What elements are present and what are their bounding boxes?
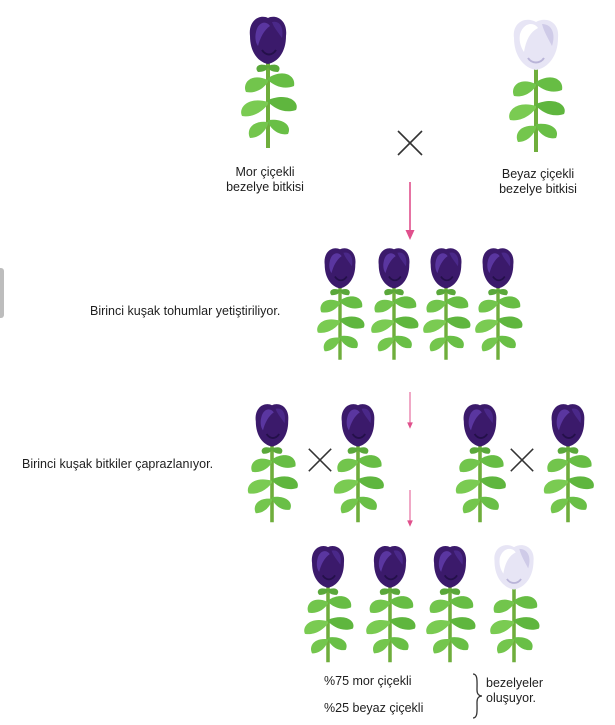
result-outcome-label: bezelyeler oluşuyor. — [486, 676, 543, 706]
second-gen-purple-plant-3 — [414, 540, 486, 664]
purple-parent-label-line2: bezelye bitkisi — [226, 180, 304, 194]
result-brace — [472, 673, 483, 719]
white-ratio-label: %25 beyaz çiçekli — [324, 701, 424, 715]
arrow-to-second-generation — [404, 490, 416, 528]
second-gen-white-plant — [478, 540, 550, 664]
arrow-to-first-generation — [404, 182, 416, 242]
purple-parent-label-line1: Mor çiçekli — [235, 165, 295, 179]
purple-ratio-label: %75 mor çiçekli — [324, 674, 412, 688]
page-edge-tab — [0, 268, 4, 318]
cross-plant-3 — [444, 398, 516, 524]
result-outcome-line2: oluşuyor. — [486, 691, 537, 705]
white-parent-label-line2: bezelye bitkisi — [499, 182, 577, 196]
cross-plant-1 — [236, 398, 308, 524]
first-generation-step-label: Birinci kuşak tohumlar yetiştiriliyor. — [90, 304, 281, 318]
result-outcome-line1: bezelyeler — [486, 676, 543, 690]
cross-plant-4 — [532, 398, 604, 524]
cross-mark-parents — [395, 128, 425, 158]
white-parent-label: Beyaz çiçekli bezelye bitkisi — [478, 167, 598, 197]
white-parent-label-line1: Beyaz çiçekli — [501, 167, 575, 181]
cross-plant-2 — [322, 398, 394, 524]
cross-step-label: Birinci kuşak bitkiler çaprazlanıyor. — [22, 457, 214, 471]
purple-parent-label: Mor çiçekli bezelye bitkisi — [205, 165, 325, 195]
purple-parent-plant — [228, 10, 308, 150]
first-gen-plant-4 — [464, 242, 532, 362]
white-parent-plant — [496, 14, 576, 154]
arrow-to-cross-step — [404, 392, 416, 430]
